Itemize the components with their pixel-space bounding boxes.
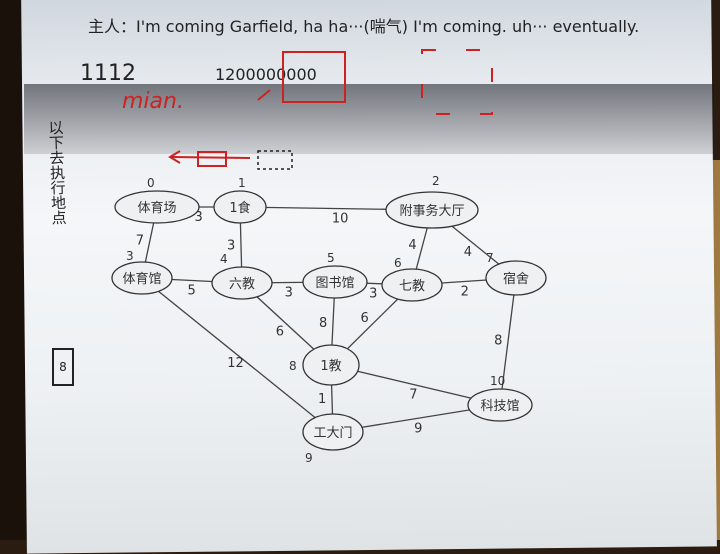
- node-index: 7: [486, 251, 494, 265]
- node-label: 体育场: [137, 200, 176, 216]
- node-label: 工大门: [313, 426, 352, 441]
- node-index: 4: [220, 252, 228, 266]
- edge-weight: 7: [409, 388, 417, 403]
- edge-weight: 3: [227, 238, 235, 253]
- node-label: 附事务大厅: [399, 203, 464, 219]
- node-index: 3: [126, 249, 134, 263]
- node-index: 10: [490, 374, 505, 388]
- node-ellipse: [467, 388, 533, 422]
- node-ellipse: [302, 265, 368, 299]
- scribble-left: 1112: [80, 61, 136, 86]
- note-line-1: 主人：I'm coming Garfield, ha ha···(喘气) I'm…: [88, 17, 639, 36]
- mian-label: mian.: [122, 89, 184, 114]
- edge-weight: 7: [136, 233, 144, 248]
- edge-weight: 3: [369, 286, 377, 301]
- graph-edge: [499, 277, 517, 406]
- notebook-drawing: 主人：I'm coming Garfield, ha ha···(喘气) I'm…: [80, 17, 639, 465]
- edge-weight: 8: [494, 333, 502, 348]
- margin-vertical-text: 以下去执行地点: [46, 119, 68, 226]
- edge-weight: 5: [188, 283, 196, 298]
- graph-node: 附事务大厅 2: [385, 174, 479, 229]
- graph-node: 六教4: [211, 252, 273, 300]
- node-label: 1教: [320, 358, 341, 374]
- node-ellipse: [114, 190, 200, 224]
- node-ellipse: [302, 413, 364, 451]
- edge-weight: 12: [227, 356, 244, 371]
- node-ellipse: [111, 261, 173, 295]
- dashed-box: [257, 150, 293, 170]
- node-label: 科技馆: [480, 399, 519, 414]
- red-small-box: [197, 151, 227, 167]
- graph-edge: [141, 277, 334, 433]
- node-label: 1食: [229, 200, 250, 216]
- shadow-band: [24, 84, 714, 154]
- node-index: 2: [432, 174, 440, 188]
- node-label: 七教: [399, 278, 425, 294]
- number-string: 1200000000: [215, 65, 317, 84]
- graph-node: 体育场 0: [114, 176, 200, 224]
- red-box-2: [421, 49, 493, 115]
- edge-weight: 4: [408, 238, 416, 253]
- edge-weight: 2: [461, 284, 469, 299]
- red-box-1: [282, 51, 346, 103]
- red-arrow-head: [168, 150, 181, 164]
- red-arrow-line: [171, 156, 251, 159]
- node-ellipse: [485, 260, 547, 296]
- edge-weight: 10: [332, 211, 349, 226]
- node-ellipse: [211, 266, 273, 300]
- node-index: 6: [394, 256, 402, 270]
- graph-node: 体育馆 3: [111, 249, 173, 295]
- edge-weight: 3: [285, 285, 293, 300]
- graph-node: 七教 6: [381, 256, 443, 302]
- edge-weight: 6: [276, 324, 284, 339]
- graph-nodes: 体育场01食1附事务大厅2体育馆3六教4图书馆5七教6宿舍71教8工大门9科技馆…: [111, 174, 547, 465]
- red-tick: [257, 89, 271, 101]
- edge-weight: 4: [464, 245, 472, 260]
- graph-node: 1教 8: [289, 344, 360, 386]
- node-label: 图书馆: [315, 276, 354, 291]
- node-index: 8: [289, 359, 297, 373]
- node-label: 六教: [229, 276, 255, 292]
- graph-node: 科技馆 10: [467, 374, 533, 422]
- edge-weight: 9: [414, 421, 422, 436]
- node-index: 9: [305, 451, 313, 465]
- edge-weight: 3: [195, 210, 203, 225]
- graph-node: 宿舍 7: [485, 251, 547, 296]
- edge-weight: 6: [360, 311, 368, 326]
- node-index: 1: [238, 176, 246, 190]
- node-ellipse: [381, 268, 443, 302]
- page-number: 8: [52, 348, 74, 386]
- node-index: 5: [327, 251, 335, 265]
- node-ellipse: [302, 344, 360, 386]
- graph-node: 图书馆 5: [302, 251, 368, 299]
- node-label: 体育馆: [122, 271, 161, 287]
- node-index: 0: [147, 176, 155, 190]
- graph-node: 1食 1: [213, 176, 267, 224]
- node-label: 宿舍: [503, 271, 529, 287]
- node-ellipse: [213, 190, 267, 224]
- node-ellipse: [385, 191, 479, 229]
- edge-weight: 8: [319, 316, 327, 331]
- edge-weight: 1: [318, 392, 326, 407]
